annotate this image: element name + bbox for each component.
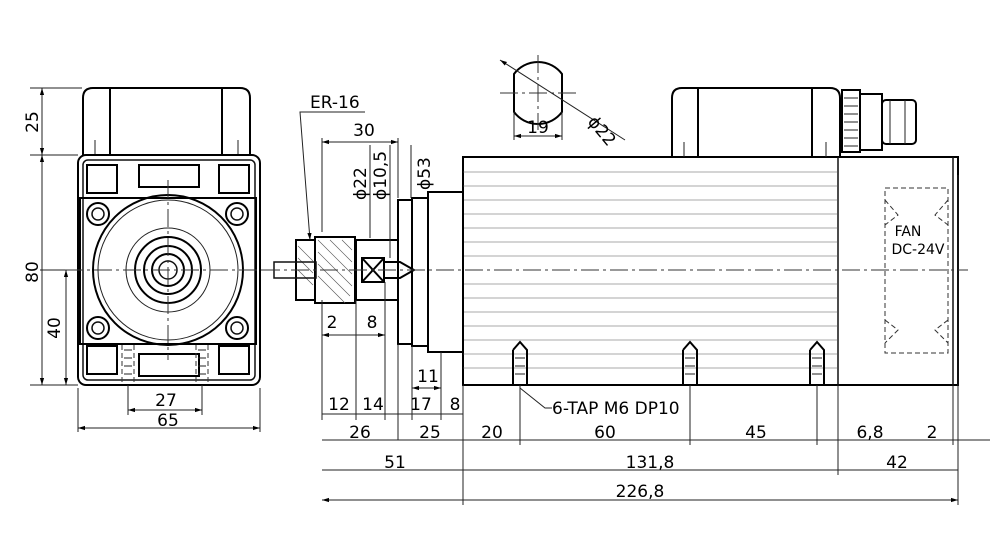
dim-front-width: 65	[157, 411, 179, 431]
dim-20: 20	[481, 423, 503, 443]
fan-label-line2: DC-24V	[892, 242, 945, 258]
dim-8b: 8	[450, 395, 461, 415]
dim-detail-phi22: ϕ22	[583, 112, 619, 150]
dim-131-8: 131,8	[626, 453, 675, 473]
dim-26: 26	[349, 423, 371, 443]
side-dimensions: ER-16 30 ϕ22 ϕ10,5 ϕ53 2 8 11 12 14 17 8	[299, 93, 990, 505]
tapped-holes	[512, 340, 825, 385]
dim-226-8: 226,8	[616, 482, 665, 502]
dim-phi53: ϕ53	[415, 157, 435, 190]
dim-8a: 8	[367, 313, 378, 333]
shaft-detail: 19 ϕ22	[499, 55, 626, 150]
dim-60: 60	[594, 423, 616, 443]
front-dimensions: 25 80 40 27 65	[23, 87, 261, 432]
dim-2b: 2	[927, 423, 938, 443]
dim-45: 45	[745, 423, 767, 443]
dim-front-height: 80	[23, 261, 43, 283]
dim-30: 30	[353, 121, 375, 141]
dim-14: 14	[362, 395, 384, 415]
dim-detail-19: 19	[527, 118, 549, 138]
tap-label: 6-TAP M6 DP10	[552, 399, 680, 419]
fan-label-line1: FAN	[895, 224, 922, 240]
front-view	[65, 87, 270, 386]
collet-label: ER-16	[310, 93, 360, 113]
dim-6-8: 6,8	[856, 423, 883, 443]
dim-front-inner-width: 27	[155, 391, 177, 411]
dim-front-top: 25	[23, 111, 43, 133]
dim-17: 17	[410, 395, 432, 415]
dim-11: 11	[417, 367, 439, 387]
dim-phi22: ϕ22	[351, 167, 371, 200]
dim-2: 2	[327, 313, 338, 333]
dim-42: 42	[886, 453, 908, 473]
dim-51: 51	[384, 453, 406, 473]
dim-25: 25	[419, 423, 441, 443]
dim-phi105: ϕ10,5	[371, 151, 391, 200]
dim-12: 12	[328, 395, 350, 415]
dim-front-half: 40	[45, 317, 65, 339]
